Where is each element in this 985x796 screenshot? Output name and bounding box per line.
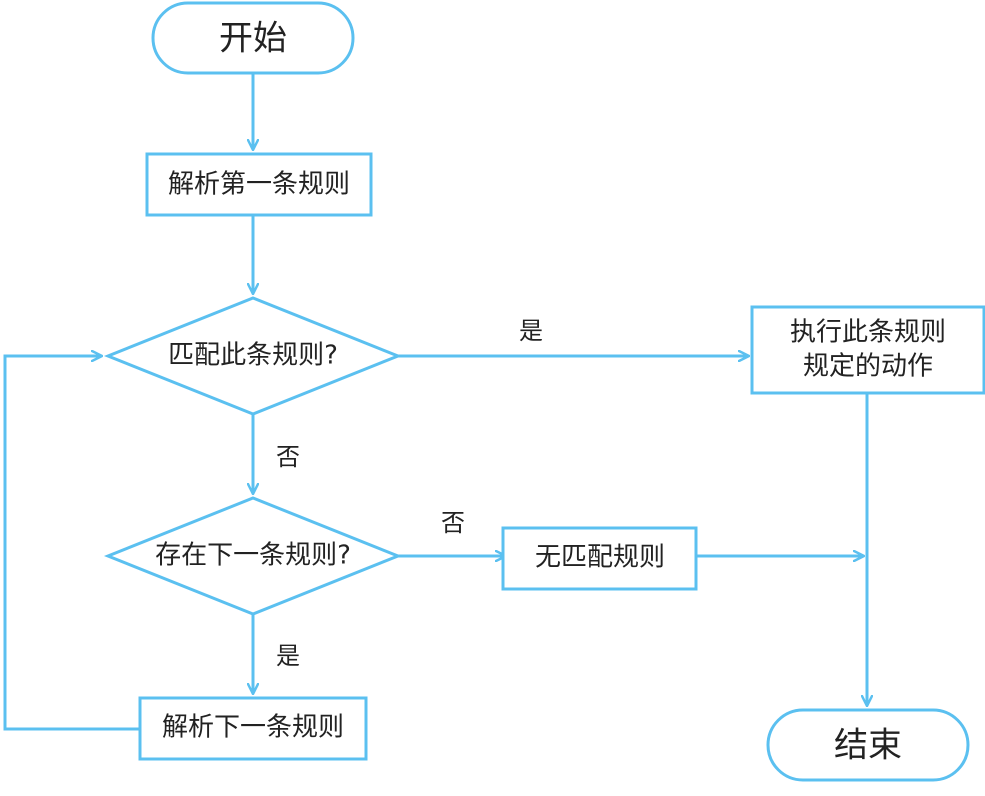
start-terminal-shape: [151, 1, 355, 75]
node-end: 结束: [766, 708, 970, 782]
has-next-label: 存在下一条规则?: [155, 541, 351, 571]
match-rule-decision-shape: [103, 296, 403, 416]
node-execute: 执行此条规则 规定的动作: [750, 305, 985, 395]
start-label: 开始: [219, 19, 287, 59]
node-parse-next: 解析下一条规则: [138, 696, 368, 761]
no-match-process-shape: [501, 526, 698, 591]
edges: [3, 74, 867, 731]
edge-label-next-no: 否: [441, 509, 465, 537]
no-match-label: 无匹配规则: [535, 543, 665, 573]
node-has-next: 存在下一条规则?: [103, 496, 403, 616]
node-start: 开始: [151, 1, 355, 75]
parse-first-label: 解析第一条规则: [168, 170, 350, 200]
match-rule-label: 匹配此条规则?: [168, 341, 338, 371]
end-label: 结束: [834, 726, 902, 766]
execute-process-shape: [750, 305, 985, 395]
node-match-rule: 匹配此条规则?: [103, 296, 403, 416]
parse-next-label: 解析下一条规则: [162, 713, 344, 743]
edge-label-match-yes: 是: [519, 317, 543, 345]
parse-first-process-shape: [145, 152, 373, 217]
edge-label-match-no: 否: [276, 443, 300, 471]
edge-parse-next-loop-to-match: [3, 356, 140, 731]
execute-label-line2: 规定的动作: [803, 352, 933, 382]
edge-label-next-yes: 是: [276, 642, 300, 670]
end-terminal-shape: [766, 708, 970, 782]
parse-next-process-shape: [138, 696, 368, 761]
node-no-match: 无匹配规则: [501, 526, 698, 591]
execute-label-line1: 执行此条规则: [790, 318, 946, 348]
node-parse-first: 解析第一条规则: [145, 152, 373, 217]
has-next-decision-shape: [103, 496, 403, 616]
